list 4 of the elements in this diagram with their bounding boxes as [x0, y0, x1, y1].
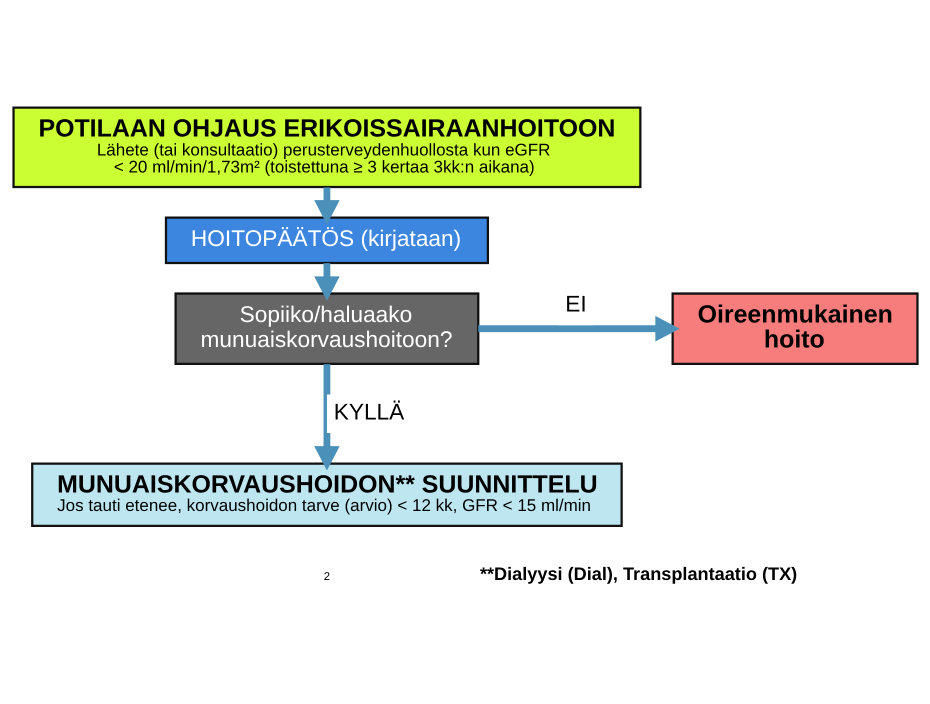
label: **Dialyysi (Dial), Transplantaatio (TX)	[479, 564, 797, 584]
label: 2	[323, 570, 330, 582]
edge-label: EI	[564, 290, 586, 316]
edge-label: KYLLÄ	[333, 398, 404, 424]
